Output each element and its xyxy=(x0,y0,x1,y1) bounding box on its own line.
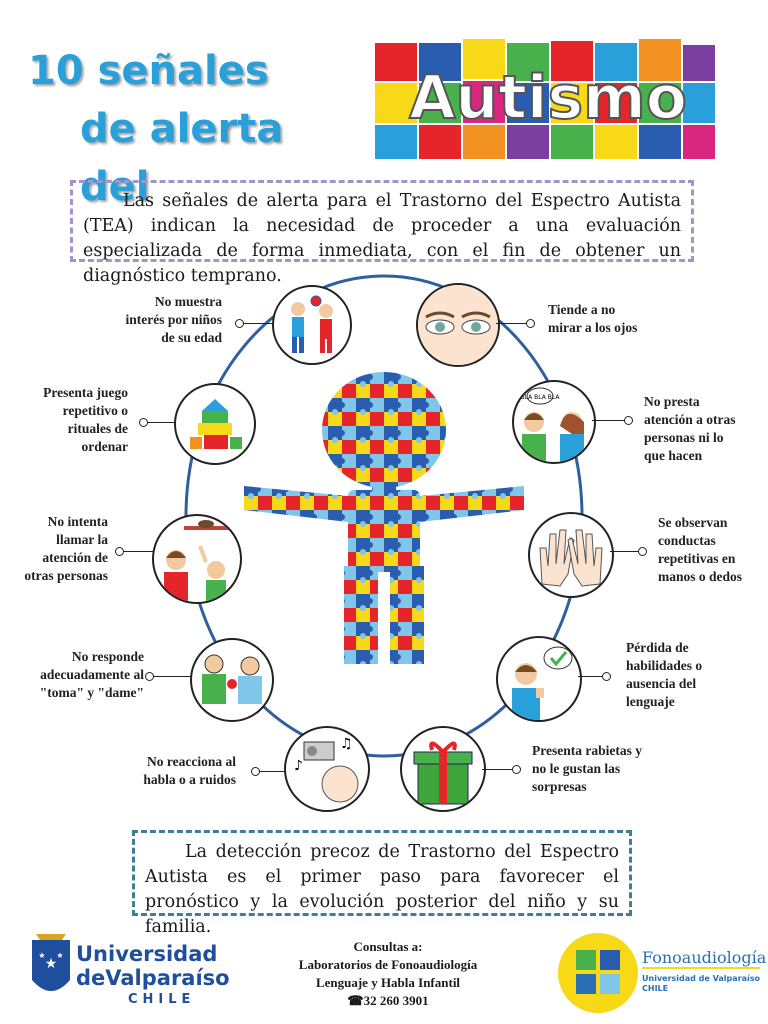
page-title: 10 señales de alerta del xyxy=(28,42,358,216)
sign-label-3: Presenta juego repetitivo o rituales de … xyxy=(43,385,128,454)
sign-label-9: No reacciona al habla o a ruidos xyxy=(143,754,236,787)
child-thumbs-up-icon xyxy=(496,636,582,722)
autism-puzzle-logo: Autismo xyxy=(373,37,717,161)
svg-text:★: ★ xyxy=(56,951,63,960)
talking-people-icon: BLA BLA BLA xyxy=(512,380,596,464)
speech-bubble-text: BLA BLA BLA xyxy=(521,394,561,401)
gift-box-icon xyxy=(400,726,486,812)
eyes-icon xyxy=(416,283,500,367)
conclusion-box: La detección precoz de Trastorno del Esp… xyxy=(132,830,632,937)
svg-text:★: ★ xyxy=(38,951,45,960)
title-line-1: 10 señales xyxy=(28,48,269,94)
sign-label-10: Presenta rabietas y no le gustan las sor… xyxy=(532,743,642,794)
giving-object-icon xyxy=(190,638,274,722)
svg-text:♫: ♫ xyxy=(340,736,353,752)
sign-label-6: Se observan conductas repetitivas en man… xyxy=(658,515,743,584)
radio-music-icon: ♪ ♫ xyxy=(284,726,370,812)
university-line-1: Universidad xyxy=(76,942,218,966)
fono-title: Fonoaudiología xyxy=(642,948,767,967)
fono-sub-1: Universidad de Valparaíso xyxy=(642,974,760,983)
sign-label-2: Tiende a no mirar a los ojos xyxy=(548,302,638,335)
university-line-3: CHILE xyxy=(128,992,196,1007)
contact-info: Consultas a: Laboratorios de Fonoaudiolo… xyxy=(270,938,506,1010)
fono-subtitle: Universidad de Valparaíso CHILE xyxy=(642,974,760,994)
pointing-people-icon xyxy=(152,514,242,604)
contact-line-1: Laboratorios de Fonoaudiología xyxy=(298,957,478,972)
sign-label-7: No responde adecuadamente al "toma" y "d… xyxy=(39,649,144,700)
stacked-blocks-icon xyxy=(174,383,256,465)
children-playing-icon xyxy=(272,285,352,365)
university-logo: ★ ★ ★ xyxy=(32,934,70,991)
logo-word: Autismo xyxy=(409,63,687,133)
sign-label-8: Pérdida de habilidades o ausencia del le… xyxy=(626,640,703,709)
intro-box: Las señales de alerta para el Trastorno … xyxy=(70,180,694,286)
university-name: Universidad deValparaíso CHILE xyxy=(76,942,230,1007)
svg-text:★: ★ xyxy=(45,956,58,972)
title-line-2: de alerta del xyxy=(80,106,284,210)
fono-sub-2: CHILE xyxy=(642,984,669,993)
puzzle-child-figure xyxy=(244,372,524,664)
contact-phone: ☎32 260 3901 xyxy=(347,993,429,1008)
fonoaudiologia-logo xyxy=(558,933,760,1013)
hands-icon xyxy=(528,512,614,598)
sign-label-4: No presta atención a otras personas ni l… xyxy=(644,394,736,463)
university-line-2: deValparaíso xyxy=(76,966,230,990)
sign-label-1: No muestra interés por niños de su edad xyxy=(125,294,222,345)
sign-label-5: No intenta llamar la atención de otras p… xyxy=(24,514,108,583)
contact-heading: Consultas a: xyxy=(353,939,423,954)
contact-line-2: Lenguaje y Habla Infantil xyxy=(315,975,461,990)
svg-text:♪: ♪ xyxy=(294,758,303,774)
